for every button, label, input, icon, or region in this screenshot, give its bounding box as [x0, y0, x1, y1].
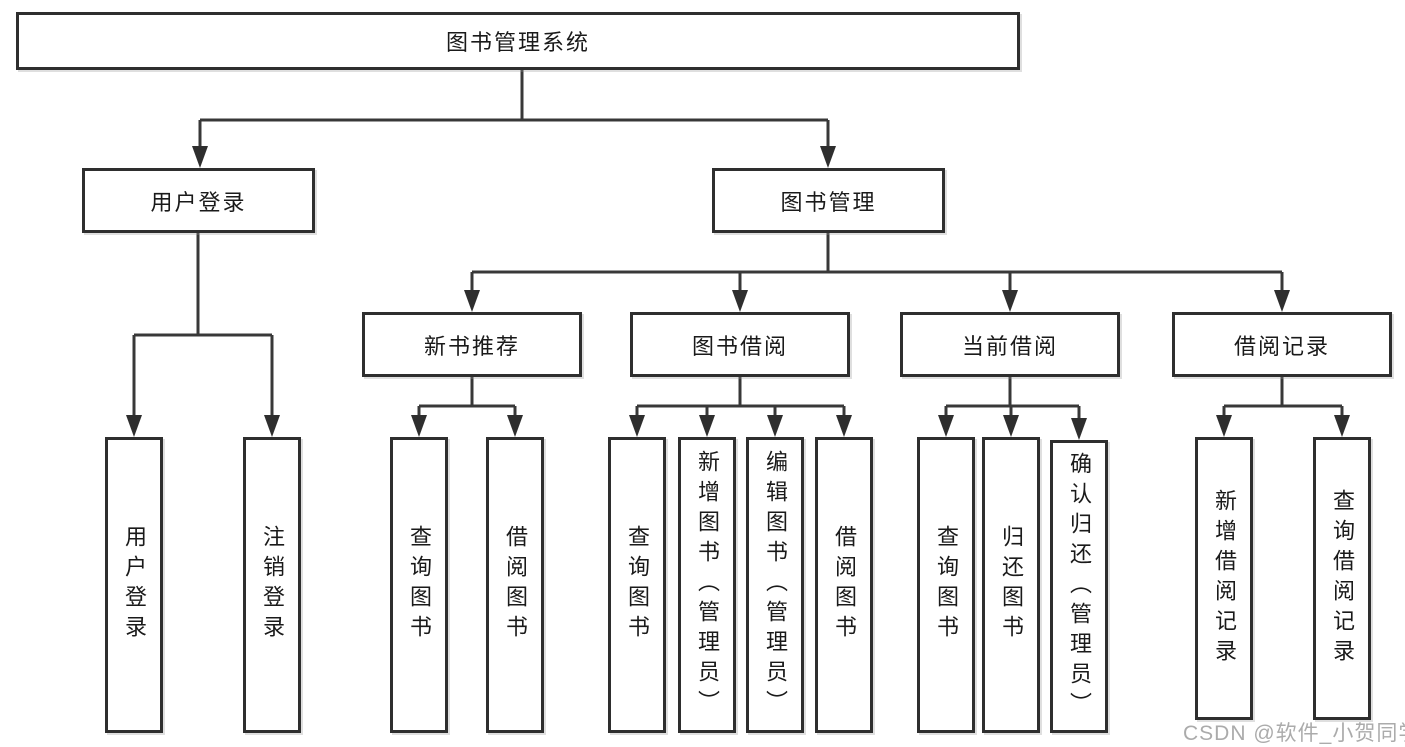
- leaf-label: 新增借阅记录: [1212, 488, 1237, 669]
- node-label: 图书借阅: [691, 333, 788, 359]
- leaf-borrow-add-books-admin: 新增图书（管理员）: [678, 437, 736, 733]
- leaf-newbook-query-books: 查询图书: [390, 437, 448, 733]
- leaf-borrow-borrow-books: 借阅图书: [815, 437, 873, 733]
- node-label: 借阅记录: [1233, 333, 1330, 359]
- leaf-label: 借阅图书: [503, 525, 528, 645]
- node-book-borrowing: 图书借阅: [630, 312, 850, 377]
- leaf-label: 借阅图书: [832, 525, 857, 645]
- watermark: CSDN @软件_小贺同学: [1183, 722, 1405, 745]
- leaf-newbook-borrow-books: 借阅图书: [486, 437, 544, 733]
- leaf-logout: 注销登录: [243, 437, 301, 733]
- arrowheads: [126, 146, 1350, 440]
- node-label: 新书推荐: [423, 333, 520, 359]
- leaf-current-return-books: 归还图书: [982, 437, 1040, 733]
- node-user-login: 用户登录: [82, 168, 315, 233]
- node-label: 图书管理系统: [445, 30, 590, 55]
- leaf-current-confirm-return-admin: 确认归还（管理员）: [1050, 440, 1108, 733]
- node-new-book-recommendation: 新书推荐: [362, 312, 582, 377]
- node-book-management: 图书管理: [712, 168, 945, 233]
- leaf-current-query-books: 查询图书: [917, 437, 975, 733]
- leaf-borrow-edit-books-admin: 编辑图书（管理员）: [746, 437, 804, 733]
- leaf-label: 确认归还（管理员）: [1067, 451, 1092, 722]
- leaf-label: 新增图书（管理员）: [695, 450, 720, 720]
- leaf-label: 查询图书: [625, 525, 650, 645]
- leaf-label: 查询图书: [934, 525, 959, 645]
- node-library-management-system: 图书管理系统: [16, 12, 1020, 70]
- node-label: 用户登录: [150, 189, 247, 215]
- leaf-records-add-borrow-record: 新增借阅记录: [1195, 437, 1253, 720]
- leaf-label: 用户登录: [122, 525, 147, 645]
- leaf-user-login: 用户登录: [105, 437, 163, 733]
- leaf-label: 查询借阅记录: [1330, 488, 1355, 669]
- leaf-label: 归还图书: [999, 525, 1024, 645]
- leaf-label: 查询图书: [407, 525, 432, 645]
- node-label: 图书管理: [780, 189, 877, 215]
- leaf-borrow-query-books: 查询图书: [608, 437, 666, 733]
- node-borrowing-records: 借阅记录: [1172, 312, 1392, 377]
- leaf-label: 注销登录: [260, 525, 285, 645]
- node-label: 当前借阅: [961, 333, 1058, 359]
- leaf-records-query-borrow-record: 查询借阅记录: [1313, 437, 1371, 720]
- leaf-label: 编辑图书（管理员）: [763, 450, 788, 720]
- node-current-borrowing: 当前借阅: [900, 312, 1120, 377]
